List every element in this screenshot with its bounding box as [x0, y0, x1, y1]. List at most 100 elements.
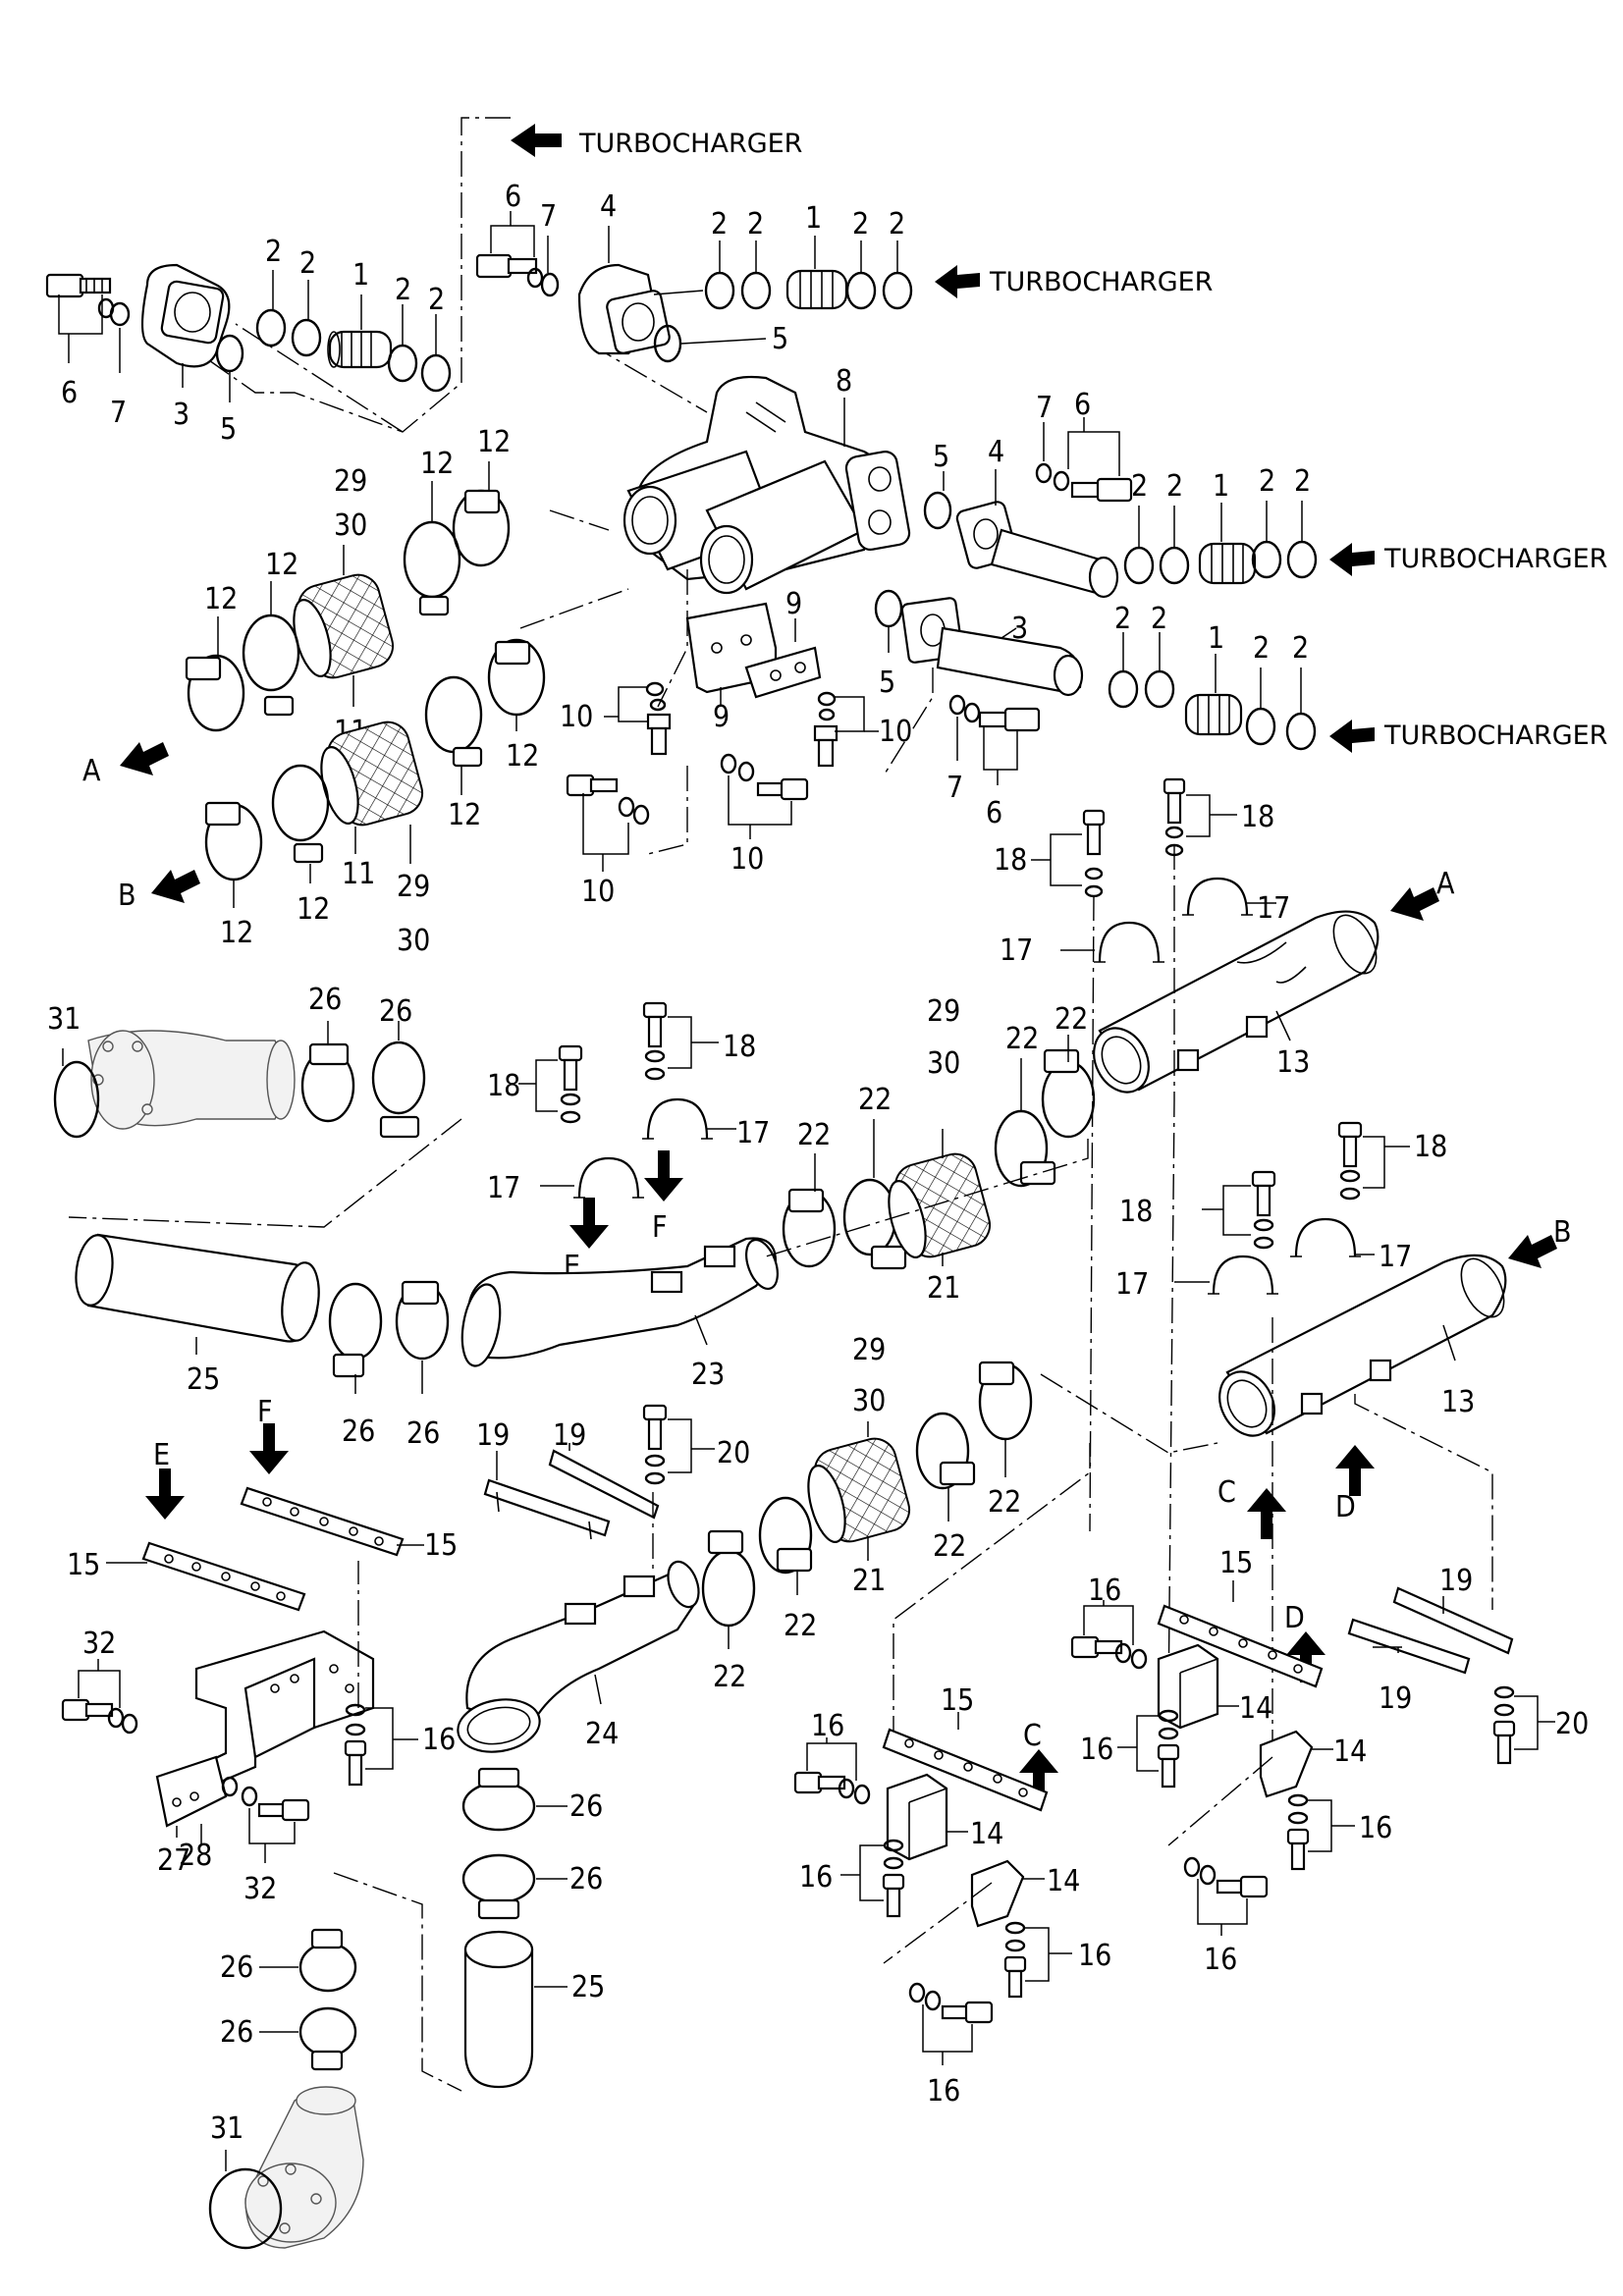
callout-2: 2	[265, 235, 282, 269]
callout-21-b: 21	[852, 1564, 886, 1598]
bellows-1-lower-right	[1184, 693, 1243, 736]
callout-18-d: 18	[723, 1030, 756, 1064]
callout-5-right-lower: 5	[879, 666, 895, 700]
turbocharger-connection-group: TURBOCHARGER 6 7 3 5 2	[45, 117, 1607, 830]
plate-15-lower	[141, 1541, 306, 1612]
hose-clamp-12	[187, 654, 245, 732]
callout-5-left: 5	[220, 412, 237, 447]
callout-10-b: 10	[879, 715, 912, 749]
callout-26-h: 26	[220, 2015, 253, 2050]
callout-29-mid: 29	[927, 994, 960, 1029]
callout-11-lower: 11	[342, 857, 375, 891]
direction-arrow-icon	[1329, 720, 1375, 753]
callout-22-a: 22	[797, 1118, 831, 1152]
washer-7-lower-right	[948, 694, 966, 716]
flanged-elbow-grey-bottom	[244, 2086, 364, 2249]
callout-10-a: 10	[560, 700, 593, 734]
view-label-f-bracket: F	[257, 1395, 273, 1429]
callout-2: 2	[852, 207, 869, 241]
view-label-d: D	[1335, 1490, 1356, 1524]
callout-17-a: 17	[1257, 891, 1290, 926]
bellows-1-upper	[785, 269, 848, 310]
callout-12-d: 12	[204, 582, 238, 616]
callout-1-left: 1	[352, 258, 369, 293]
callout-5-right-upper: 5	[933, 440, 949, 474]
callout-19-a: 19	[476, 1418, 510, 1453]
callout-16-f: 16	[811, 1709, 844, 1743]
o-ring-2	[1123, 546, 1155, 585]
callout-16-b: 16	[1088, 1574, 1121, 1608]
o-ring-2	[1108, 669, 1139, 709]
hose-clamp-26	[328, 1282, 383, 1361]
exhaust-pipe-23	[460, 1237, 779, 1367]
callout-2: 2	[747, 207, 764, 241]
callout-22-h: 22	[713, 1660, 746, 1694]
callout-19-d: 19	[1439, 1564, 1473, 1598]
bolt-16-i	[941, 2001, 994, 2024]
pipe-strap-17-group: 17 17 18 18	[994, 777, 1290, 968]
callout-26-b: 26	[379, 994, 412, 1029]
o-ring-2	[387, 344, 418, 383]
exhaust-pipe-25-horizontal	[75, 1233, 320, 1343]
support-19-left	[483, 1478, 611, 1540]
callout-26-g: 26	[220, 1950, 253, 1985]
expansion-joint-group-ab: 12 12 29 30 11 12 12 A 12 12	[82, 425, 629, 958]
bellows-1-right	[1198, 542, 1257, 585]
view-label-a: A	[82, 754, 101, 788]
callout-15-d: 15	[941, 1683, 974, 1718]
callout-2: 2	[711, 207, 728, 241]
callout-14-a: 14	[1239, 1691, 1272, 1726]
callout-1-right: 1	[1213, 469, 1229, 504]
callout-2: 2	[299, 246, 316, 281]
callout-7-upper: 7	[540, 199, 557, 234]
callout-2: 2	[1259, 464, 1275, 499]
view-label-a-pipe: A	[1436, 867, 1455, 901]
plate-15-right-lower	[882, 1728, 1049, 1812]
hose-clamp-26-f	[461, 1853, 536, 1920]
bolt-6-lower-right	[978, 707, 1041, 732]
view-label-d-bracket: D	[1284, 1601, 1305, 1635]
callout-14-c: 14	[970, 1817, 1003, 1851]
callout-2: 2	[428, 283, 445, 317]
o-ring-2	[255, 308, 287, 347]
callout-2: 2	[1253, 631, 1270, 666]
callout-16-c: 16	[1080, 1733, 1113, 1767]
support-19-d	[1392, 1586, 1514, 1655]
callout-16-g: 16	[799, 1860, 833, 1895]
hose-clamp-26	[371, 1041, 426, 1115]
gasket-5-left	[215, 334, 244, 373]
callout-26-f: 26	[569, 1862, 603, 1896]
callout-18-e: 18	[1414, 1130, 1447, 1164]
hose-clamp-26-g	[298, 1928, 357, 1993]
exhaust-pipe-24	[457, 1560, 700, 1753]
callout-18-a: 18	[1241, 800, 1274, 834]
exhaust-manifold-8	[622, 375, 911, 595]
view-arrow-d-icon	[1286, 1631, 1325, 1682]
callout-22-d: 22	[1055, 1002, 1088, 1037]
view-arrow-f-icon	[644, 1150, 683, 1201]
hose-clamp-22	[758, 1496, 813, 1575]
callout-30-upper: 30	[334, 508, 367, 543]
o-ring-2	[1144, 669, 1175, 709]
bracket-14-b	[1259, 1730, 1314, 1798]
callout-6-upper: 6	[505, 180, 521, 214]
callout-6-right: 6	[1074, 388, 1091, 422]
callout-3-left: 3	[173, 398, 189, 432]
exhaust-pipe-4-right	[955, 501, 1119, 599]
view-label-b-pipe: B	[1553, 1215, 1572, 1250]
gasket-31-top	[53, 1060, 100, 1139]
view-arrow-c-icon	[1019, 1749, 1058, 1800]
callout-9-right: 9	[785, 587, 802, 621]
exhaust-pipe-13-b	[1218, 1254, 1507, 1437]
callout-9-left: 9	[713, 700, 730, 734]
callout-24: 24	[585, 1717, 619, 1751]
callout-13-a: 13	[1276, 1045, 1310, 1080]
view-label-f: F	[652, 1210, 668, 1245]
callout-16-e: 16	[1204, 1943, 1237, 1977]
callout-22-e: 22	[933, 1529, 966, 1564]
view-arrow-e-icon	[145, 1468, 185, 1520]
bracket-14-c	[886, 1773, 948, 1861]
callout-22-f: 22	[988, 1485, 1021, 1520]
view-arrow-e-icon	[569, 1198, 609, 1249]
callout-32-b: 32	[243, 1872, 277, 1906]
